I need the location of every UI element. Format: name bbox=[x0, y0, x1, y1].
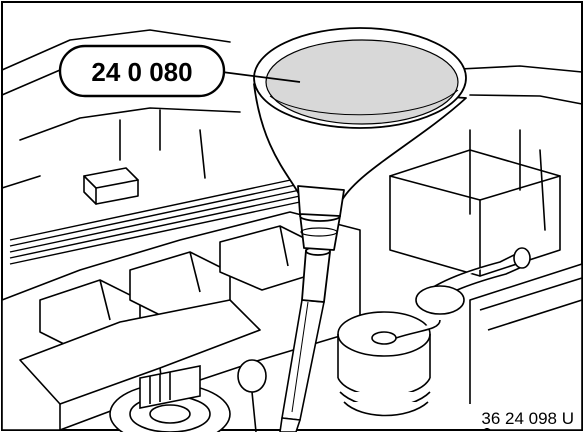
right-components bbox=[337, 247, 583, 431]
figure-code-label: 36 24 098 U bbox=[481, 409, 574, 428]
valve-cover bbox=[1, 177, 361, 431]
callout-leader-line bbox=[221, 71, 301, 83]
figure-code-backing bbox=[438, 404, 580, 428]
funnel-tool bbox=[253, 27, 467, 303]
engine-bay-background bbox=[1, 29, 583, 277]
lower-components bbox=[109, 359, 267, 437]
callout-box bbox=[58, 44, 226, 98]
tool-callout: 24 0 080 bbox=[58, 44, 301, 98]
tool-number-label: 24 0 080 bbox=[91, 57, 192, 87]
